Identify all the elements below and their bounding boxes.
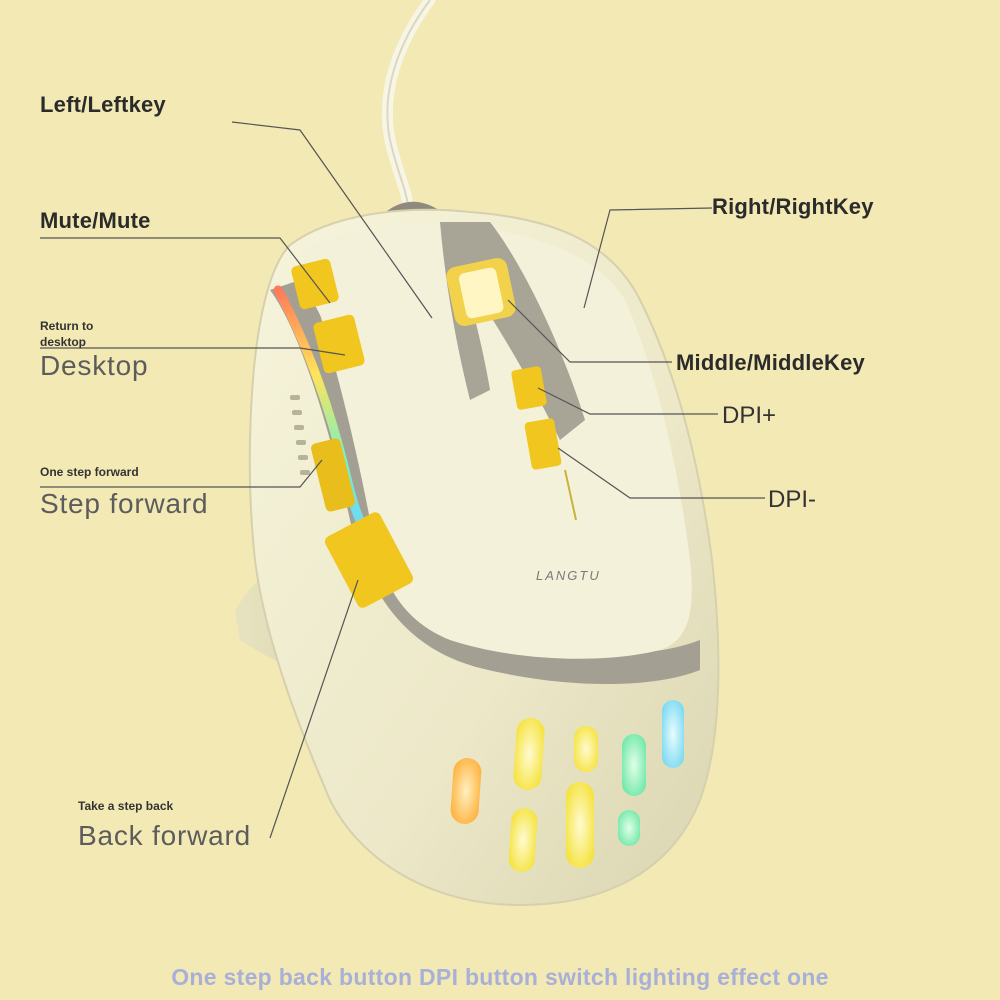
label-mute: Mute/Mute [40, 208, 151, 233]
forward-button [311, 438, 355, 512]
leader-lines [40, 121, 765, 839]
side-vents [290, 395, 310, 475]
desktop-button [313, 314, 365, 374]
label-dpi-minus: DPI- [768, 486, 816, 513]
label-middle-key: Middle/MiddleKey [676, 350, 865, 375]
label-return-to-desktop: Return to desktop [40, 319, 94, 349]
label-step-forward: Step forward [40, 488, 209, 519]
label-left-key: Left/Leftkey [40, 92, 166, 117]
label-take-step-back: Take a step back [78, 799, 174, 813]
label-desktop: Desktop [40, 350, 149, 381]
cable [381, 0, 436, 211]
rgb-strip [273, 285, 370, 535]
rgb-led-slots [450, 700, 684, 872]
label-back-forward: Back forward [78, 820, 251, 851]
label-right-key: Right/RightKey [712, 194, 874, 219]
dpi-plus-button [511, 366, 547, 410]
brand-logo: LANGTU [536, 568, 601, 583]
back-button [324, 512, 414, 608]
caption: One step back button DPI button switch l… [171, 964, 829, 990]
label-one-step-forward: One step forward [40, 465, 139, 479]
dpi-minus-button [524, 418, 562, 470]
label-dpi-plus: DPI+ [722, 402, 777, 429]
